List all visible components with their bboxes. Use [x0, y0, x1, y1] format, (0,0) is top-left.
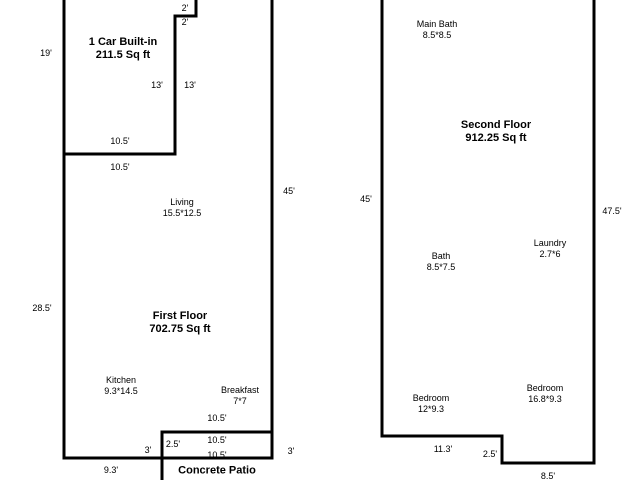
dim-bottom-notch: 3' — [144, 445, 152, 455]
room-laundry: Laundry 2.7*6 — [533, 238, 567, 259]
room-bedroom-2: Bedroom 16.8*9.3 — [526, 383, 564, 404]
dim-second-bottom-left: 11.3' — [433, 444, 453, 454]
dim-second-bottom-right: 8.5' — [540, 471, 556, 481]
dim-bottom-left: 9.3' — [103, 465, 119, 475]
dim-garage-height: 19' — [40, 48, 52, 58]
second-floor-title: Second Floor 912.25 Sq ft — [460, 119, 532, 144]
dim-patio-top: 10.5' — [207, 413, 227, 423]
garage-label: 1 Car Built-in 211.5 Sq ft — [88, 36, 158, 61]
dim-second-step: 2.5' — [482, 449, 498, 459]
dim-patio-left: 2.5' — [165, 439, 181, 449]
dim-garage-notch-side: 2' — [181, 17, 189, 27]
dim-first-floor-right: 45' — [283, 186, 295, 196]
dim-patio-bottom: 10.5' — [207, 450, 227, 460]
patio-outline — [160, 430, 274, 480]
garage-wall — [62, 0, 198, 156]
room-bedroom-1: Bedroom 12*9.3 — [412, 393, 450, 414]
dim-garage-inner-left: 13' — [151, 80, 163, 90]
dim-living-width: 10.5' — [110, 162, 130, 172]
dim-garage-notch-top: 2' — [181, 3, 189, 13]
dim-second-floor-left: 45' — [360, 194, 372, 204]
dim-second-floor-right: 47.5' — [602, 206, 622, 216]
room-kitchen: Kitchen 9.3*14.5 — [104, 375, 138, 396]
room-living: Living 15.5*12.5 — [162, 197, 202, 218]
dim-garage-width: 10.5' — [110, 136, 130, 146]
dim-garage-inner-right: 13' — [184, 80, 196, 90]
dim-patio-right: 3' — [287, 446, 295, 456]
dim-first-floor-left: 28.5' — [32, 303, 52, 313]
first-floor-outline — [62, 152, 164, 460]
room-breakfast: Breakfast 7*7 — [220, 385, 260, 406]
patio-label: Concrete Patio — [178, 464, 256, 477]
second-floor-outline — [380, 0, 596, 465]
dim-patio-mid: 10.5' — [207, 435, 227, 445]
first-floor-title: First Floor 702.75 Sq ft — [149, 310, 211, 335]
room-bath: Bath 8.5*7.5 — [426, 251, 456, 272]
room-main-bath: Main Bath 8.5*8.5 — [416, 19, 458, 40]
